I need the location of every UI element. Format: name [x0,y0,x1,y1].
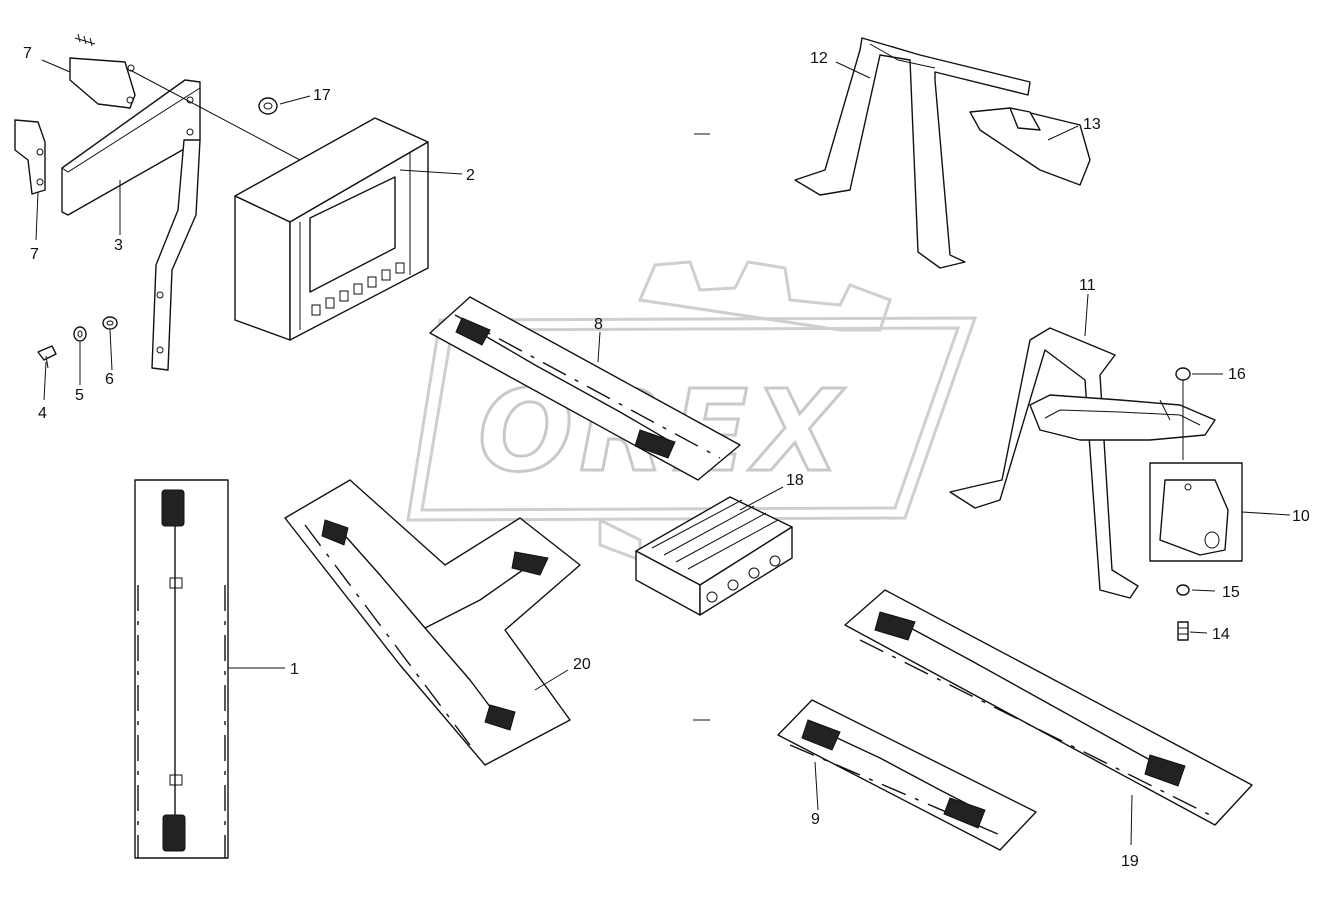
part-4-screw [37,345,57,369]
orex-watermark-logo: OREX [406,260,978,563]
part-15-washer [1176,584,1190,596]
part-3-bracket [61,79,201,371]
part-9-cable [777,699,1037,851]
callout-4: 4 [38,405,47,422]
callout-2: 2 [466,167,475,184]
callout-17: 17 [313,87,331,104]
callout-6: 6 [105,371,114,388]
callout-3: 3 [114,237,123,254]
callout-18: 18 [786,472,804,489]
callout-1: 1 [290,661,299,678]
part-5-lock-washer [73,326,87,342]
part-7-clip-upper [69,33,136,109]
callout-14: 14 [1212,626,1230,643]
callout-9: 9 [811,811,820,828]
callout-11: 11 [1079,277,1096,294]
part-13-cover [969,107,1091,186]
part-20-y-cable [284,479,581,766]
callout-19: 19 [1121,853,1139,870]
callout-7-upper: 7 [23,45,32,62]
part-12-bracket [794,37,1031,269]
callout-12: 12 [810,50,828,67]
part-7-clip-lower [14,119,46,195]
leader-lines [35,59,1291,846]
part-14-bolt [1177,621,1189,641]
callout-5: 5 [75,387,84,404]
callout-15: 15 [1222,584,1240,601]
callout-labels: 7 7 3 4 5 6 17 2 12 13 11 16 10 15 14 8 … [23,45,1310,870]
part-2-display-terminal [234,117,429,341]
callout-7-lower: 7 [30,246,39,263]
callout-16: 16 [1228,366,1246,383]
part-11-bracket [949,327,1216,599]
part-10-clamp [1149,462,1243,562]
callout-13: 13 [1083,116,1101,133]
part-18-junction-box [635,496,793,616]
part-19-cable [844,589,1253,826]
part-8-cable [429,296,741,481]
part-1-cable [134,479,229,859]
callout-8: 8 [594,316,603,333]
callout-10: 10 [1292,508,1310,525]
part-16-nut [1175,367,1191,381]
part-6-washer [102,316,118,330]
callout-20: 20 [573,656,591,673]
part-17-grommet [258,97,278,115]
